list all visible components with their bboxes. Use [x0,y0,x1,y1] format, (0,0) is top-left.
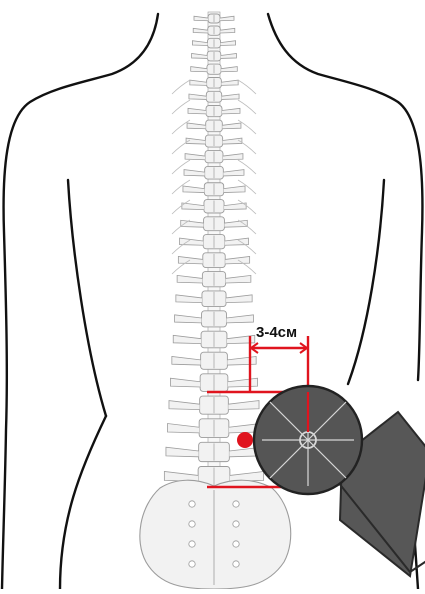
vertebra-process-right [221,67,237,72]
sacral-foramen [233,501,239,507]
vertebra-process-left [193,28,208,33]
spine-icon [140,12,291,589]
rib-left [172,80,190,94]
vertebra-process-right [228,401,259,410]
rib-left [172,100,190,114]
vertebra-process-left [170,378,200,387]
vertebra-process-left [189,94,206,99]
vertebra-process-left [166,447,199,457]
sacral-foramen [233,521,239,527]
vertebra-process-left [188,108,206,114]
vertebra-process-right [224,203,246,210]
vertebra-process-left [190,80,207,85]
rib-left [172,140,190,154]
vertebra-process-right [221,41,236,46]
vertebra-process-right [221,80,238,85]
sacral-foramen [189,541,195,547]
vertebra-process-right [223,154,243,160]
vertebra-process-left [192,54,208,59]
vertebra-process-right [222,108,240,114]
left-arm-inner [68,180,106,416]
vertebra-process-right [226,295,252,303]
vertebra-process-right [227,356,256,365]
sacral-foramen [189,501,195,507]
vertebra-process-left [185,154,205,160]
vertebra-process-left [167,424,199,433]
vertebra-process-right [220,28,235,33]
vertebra-process-left [187,123,206,129]
vertebra-process-right [220,16,234,21]
vertebra-process-left [172,356,201,365]
vertebra-process-left [175,315,202,323]
sacrum [140,480,291,589]
vertebra-process-right [228,378,258,387]
measurement-label: 3-4см [256,324,297,341]
vertebra-process-right [225,257,249,264]
vertebra-process-left [183,186,204,193]
vertebra-process-left [184,170,205,176]
rib-right [238,100,256,114]
vertebra-process-left [169,401,200,410]
vertebra-process-left [194,16,208,21]
vertebra-process-left [192,41,207,46]
vertebra-process-right [221,54,237,59]
vertebra-process-left [177,275,202,283]
vertebra-process-right [226,315,253,323]
left-waist [60,416,106,589]
vertebra-process-right [226,275,251,283]
vertebra-process-left [173,335,201,343]
vertebra-process-left [182,203,204,210]
sacral-foramen [233,561,239,567]
sacral-foramen [189,561,195,567]
right-arm-inner [348,180,384,384]
sacral-foramen [233,541,239,547]
vertebra-process-left [176,295,202,303]
acupoint-dot-icon [237,432,253,448]
rib-right [238,140,256,154]
sacral-foramen [189,521,195,527]
left-contour [2,14,158,589]
vertebra-process-left [191,67,207,72]
vertebra-process-left [178,257,202,264]
vertebra-process-right [223,170,244,176]
vertebra-process-right [222,123,241,129]
vertebra-process-right [222,94,239,99]
vertebra-process-right [224,186,245,193]
rib-right [238,80,256,94]
